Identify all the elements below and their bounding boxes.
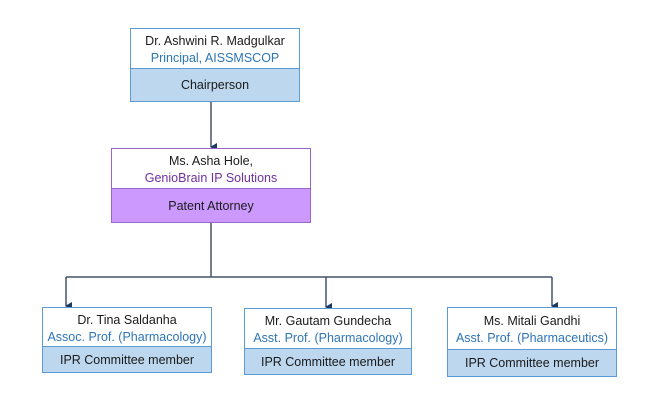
node-header: Ms. Mitali Gandhi Asst. Prof. (Pharmaceu… (448, 308, 616, 352)
node-role: IPR Committee member (59, 352, 195, 367)
node-patent-attorney: Ms. Asha Hole, GenioBrain IP Solutions P… (111, 148, 311, 223)
node-name: Dr. Ashwini R. Madgulkar (145, 34, 285, 48)
node-name: Ms. Asha Hole, (168, 154, 254, 168)
node-role-band: Chairperson (131, 68, 299, 101)
node-header: Ms. Asha Hole, GenioBrain IP Solutions (112, 149, 310, 191)
node-role-band: IPR Committee member (43, 346, 211, 372)
node-name: Dr. Tina Saldanha (77, 312, 177, 327)
node-role-band: IPR Committee member (245, 348, 411, 374)
node-header: Dr. Ashwini R. Madgulkar Principal, AISS… (131, 29, 299, 71)
node-committee-member: Ms. Mitali Gandhi Asst. Prof. (Pharmaceu… (447, 307, 617, 377)
node-committee-member: Dr. Tina Saldanha Assoc. Prof. (Pharmaco… (42, 307, 212, 373)
node-title: Principal, AISSMSCOP (150, 51, 280, 65)
node-title: Asst. Prof. (Pharmacology) (253, 330, 403, 345)
node-title: Assoc. Prof. (Pharmacology) (47, 329, 207, 344)
node-role: Chairperson (180, 78, 250, 92)
node-role: Patent Attorney (168, 198, 254, 213)
node-name: Ms. Mitali Gandhi (483, 314, 581, 328)
node-header: Mr. Gautam Gundecha Asst. Prof. (Pharmac… (245, 309, 411, 350)
node-title: Asst. Prof. (Pharmaceutics) (455, 331, 609, 345)
node-name: Mr. Gautam Gundecha (264, 313, 392, 328)
node-role: IPR Committee member (464, 356, 600, 370)
node-title: GenioBrain IP Solutions (144, 171, 278, 185)
node-committee-member: Mr. Gautam Gundecha Asst. Prof. (Pharmac… (244, 308, 412, 375)
node-role: IPR Committee member (260, 354, 396, 369)
node-role-band: IPR Committee member (448, 349, 616, 376)
node-header: Dr. Tina Saldanha Assoc. Prof. (Pharmaco… (43, 308, 211, 349)
node-chairperson: Dr. Ashwini R. Madgulkar Principal, AISS… (130, 28, 300, 102)
node-role-band: Patent Attorney (112, 188, 310, 222)
